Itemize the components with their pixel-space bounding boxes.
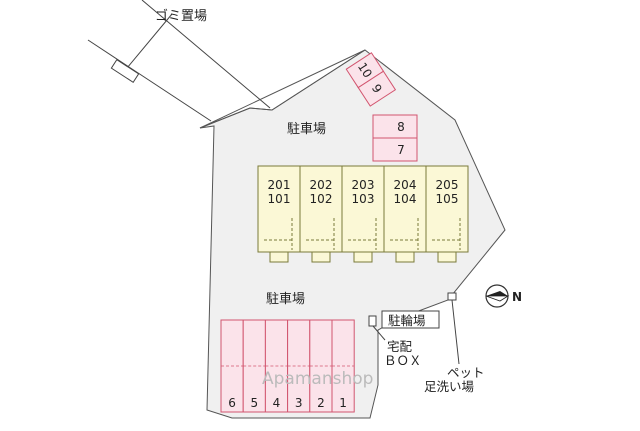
north-arrow-icon <box>486 291 508 296</box>
garbage-station <box>110 59 140 83</box>
unit-number-lower: 102 <box>310 192 333 206</box>
delivery-leader-line <box>372 325 386 341</box>
unit-outline <box>383 165 427 253</box>
unit-number-lower: 105 <box>436 192 459 206</box>
pet-leader-line <box>451 299 460 365</box>
unit-number-upper: 205 <box>436 178 459 192</box>
unit-number-upper: 203 <box>352 178 375 192</box>
unit-entrance <box>353 251 373 263</box>
unit-entrance <box>311 251 331 263</box>
pet-wash-station <box>447 292 457 301</box>
parking-space-number: 10 <box>355 60 375 80</box>
parking-space-number: 1 <box>339 396 347 410</box>
unit-number-lower: 104 <box>394 192 417 206</box>
parking-label-bottom: 駐車場 <box>266 292 305 307</box>
unit-outline <box>425 165 469 253</box>
delivery-label-1: 宅配 <box>387 339 413 354</box>
parking-block-rotated: 109 <box>345 52 397 107</box>
parking-space-number: 4 <box>273 396 281 410</box>
unit-number-upper: 204 <box>394 178 417 192</box>
unit-number-lower: 101 <box>268 192 291 206</box>
unit-number-upper: 202 <box>310 178 333 192</box>
north-arrow: N <box>485 284 522 308</box>
delivery-box <box>368 315 377 327</box>
garbage-leader-line <box>121 13 173 75</box>
garbage-label: ゴミ置場 <box>155 8 207 24</box>
lot-boundary <box>199 49 366 129</box>
unit-outline <box>257 165 301 253</box>
road-line <box>87 39 212 122</box>
unit-outline <box>299 165 343 253</box>
parking-space-number: 8 <box>397 120 405 134</box>
bicycle-parking <box>381 310 440 329</box>
watermark: Apamanshop <box>262 369 373 389</box>
road-line <box>141 0 271 109</box>
pet-label-1: ペット <box>447 365 485 380</box>
parking-space-number: 5 <box>250 396 258 410</box>
parking-space-number: 6 <box>228 396 236 410</box>
parking-space-number: 7 <box>397 143 405 157</box>
parking-space-number: 3 <box>295 396 303 410</box>
parking-space <box>372 137 418 162</box>
unit-number-upper: 201 <box>268 178 291 192</box>
delivery-label-2: ＢＯＸ <box>384 353 422 368</box>
north-label: N <box>512 290 522 304</box>
parking-space-number: 2 <box>317 396 325 410</box>
unit-entrance <box>269 251 289 263</box>
unit-entrance <box>437 251 457 263</box>
bicycle-label: 駐輪場 <box>388 313 426 328</box>
pet-label-2: 足洗い場 <box>424 379 474 394</box>
unit-entrance <box>395 251 415 263</box>
unit-number-lower: 103 <box>352 192 375 206</box>
parking-space <box>357 70 397 107</box>
parking-label-top: 駐車場 <box>287 122 326 137</box>
parking-space <box>372 114 418 139</box>
